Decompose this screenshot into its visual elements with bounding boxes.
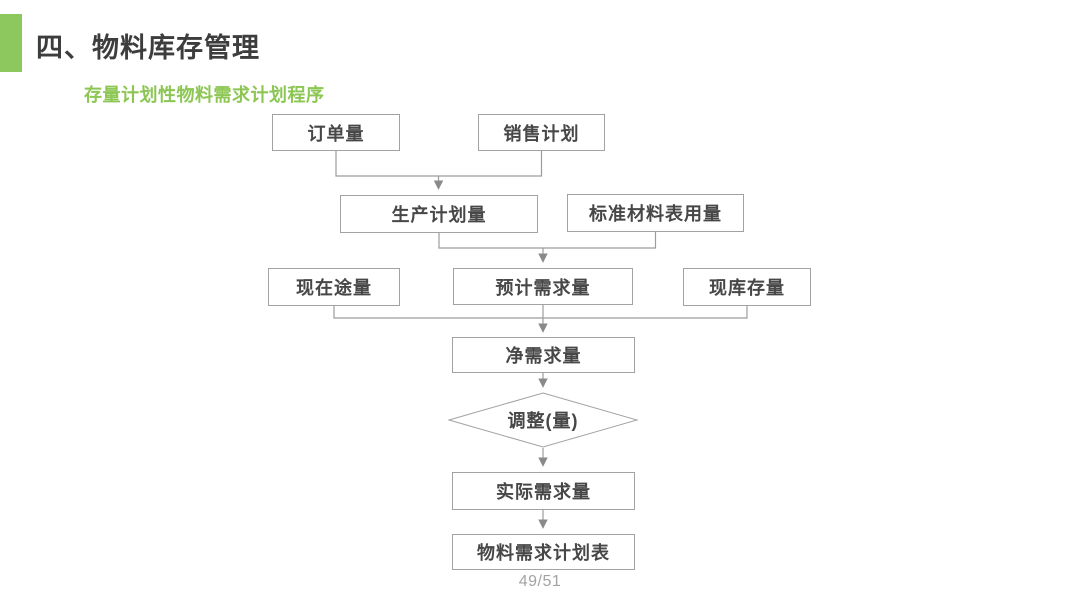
flow-node-current-inventory: 现库存量 xyxy=(683,268,811,306)
flow-node-sales-plan: 销售计划 xyxy=(478,114,605,151)
diamond-shape xyxy=(448,392,638,448)
flow-node-standard-bom-usage: 标准材料表用量 xyxy=(567,194,744,232)
title-accent-bar xyxy=(0,14,22,72)
page-number: 49/51 xyxy=(518,573,562,590)
flow-node-net-demand: 净需求量 xyxy=(452,337,635,373)
flow-node-order-quantity: 订单量 xyxy=(272,114,400,151)
flow-node-label: 销售计划 xyxy=(503,123,580,144)
flow-node-label: 现在途量 xyxy=(296,278,372,298)
flow-node-label: 净需求量 xyxy=(505,346,582,366)
flow-node-label: 订单量 xyxy=(307,123,365,144)
flow-node-label: 调整(量) xyxy=(507,411,579,431)
flow-node-production-plan-quantity: 生产计划量 xyxy=(340,195,538,233)
flow-node-label: 标准材料表用量 xyxy=(589,204,722,224)
flow-node-label: 现库存量 xyxy=(709,278,785,298)
flow-node-label: 预计需求量 xyxy=(495,277,591,298)
flow-node-adjustment: 调整(量) xyxy=(448,392,638,448)
page-title: 四、物料库存管理 xyxy=(36,33,260,63)
diagram-subtitle: 存量计划性物料需求计划程序 xyxy=(84,85,325,105)
flow-node-label: 实际需求量 xyxy=(496,482,591,502)
flow-node-expected-demand: 预计需求量 xyxy=(453,268,633,305)
flow-node-in-transit-quantity: 现在途量 xyxy=(268,268,400,306)
flow-node-actual-demand: 实际需求量 xyxy=(452,472,635,510)
flow-node-label: 生产计划量 xyxy=(391,205,487,225)
flow-node-mrp-table: 物料需求计划表 xyxy=(452,534,635,570)
flow-node-label: 物料需求计划表 xyxy=(477,543,610,563)
